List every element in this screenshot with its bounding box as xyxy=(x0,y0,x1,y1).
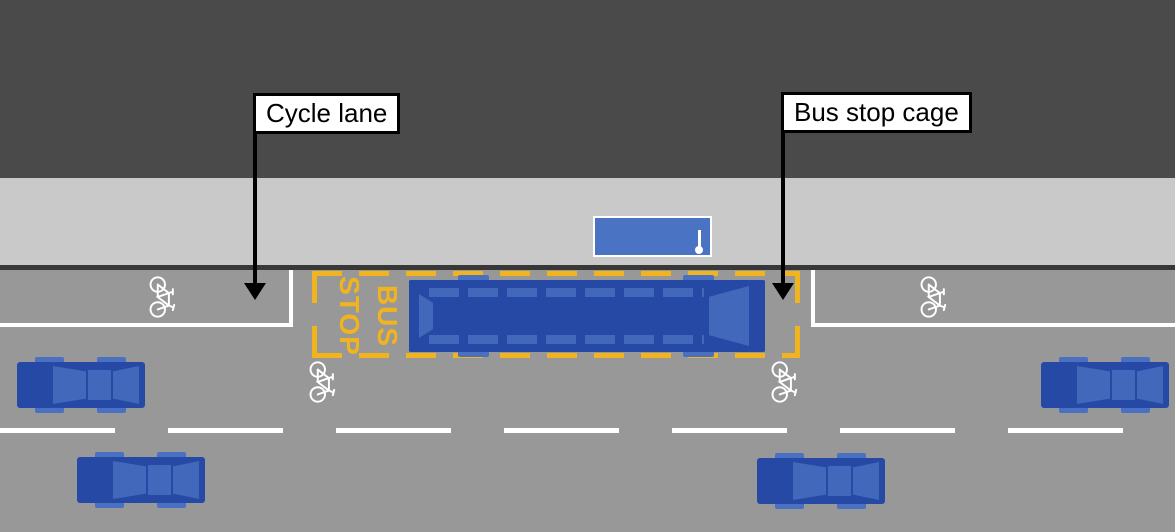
car-wheel xyxy=(35,357,64,365)
car-roof xyxy=(88,370,111,400)
car-wheel xyxy=(1121,405,1150,413)
car-roof xyxy=(148,465,171,495)
cycle-lane-label: Cycle lane xyxy=(253,93,401,134)
bus xyxy=(409,275,765,357)
bus-body xyxy=(409,280,765,352)
car xyxy=(77,452,205,508)
car xyxy=(757,453,885,509)
bicycle-marking-icon xyxy=(301,360,345,404)
car-windshield xyxy=(53,366,86,404)
car-wheel xyxy=(1059,405,1088,413)
car-body xyxy=(17,362,145,408)
car-roof xyxy=(828,466,851,496)
car-body xyxy=(757,458,885,504)
sidewalk xyxy=(0,178,1175,265)
car-rear-window xyxy=(173,461,199,499)
car xyxy=(17,357,145,413)
car-wheel xyxy=(775,501,804,509)
center-dashed-line xyxy=(0,428,1175,433)
curb-line xyxy=(0,265,1175,270)
bus-stop-road-text: BUS STOP xyxy=(328,274,406,358)
car-wheel xyxy=(97,357,126,365)
cage-corner-bracket xyxy=(312,326,317,358)
car-wheel xyxy=(1121,357,1150,365)
bus-stop-cage-marking xyxy=(312,271,800,358)
bus-stop-pole xyxy=(698,230,701,248)
car-wheel xyxy=(95,500,124,508)
cage-corner-bracket xyxy=(312,271,317,303)
car-windshield xyxy=(113,461,146,499)
car-windshield xyxy=(793,462,826,500)
car-wheel xyxy=(1059,357,1088,365)
car-rear-window xyxy=(113,366,139,404)
bus-shelter xyxy=(593,216,712,257)
bus-stop-pole-base xyxy=(695,246,703,254)
bus-rear-window xyxy=(419,294,433,338)
bus-wheel xyxy=(683,348,714,357)
cycle-lane-right xyxy=(811,270,1175,327)
bus-stop-cage-arrow xyxy=(781,132,785,284)
bus-stop-cage-arrowhead xyxy=(772,283,794,300)
car-wheel xyxy=(775,453,804,461)
car-wheel xyxy=(837,453,866,461)
bus-stop-road-text-line2: STOP xyxy=(334,276,365,356)
car-wheel xyxy=(157,500,186,508)
car-wheel xyxy=(97,405,126,413)
car-windshield xyxy=(1077,366,1110,404)
car-body xyxy=(1041,362,1169,408)
bus-stop-road-text-line1: BUS xyxy=(372,284,403,348)
car-wheel xyxy=(95,452,124,460)
bus-stop-cage-label: Bus stop cage xyxy=(781,92,972,133)
cage-corner-bracket xyxy=(795,271,800,303)
cage-top-dashed-line xyxy=(312,271,800,276)
car-body xyxy=(77,457,205,503)
bus-windows xyxy=(429,335,704,344)
cage-corner-bracket xyxy=(795,326,800,358)
cage-bottom-dashed-line xyxy=(312,353,800,358)
car-wheel xyxy=(837,501,866,509)
car-wheel xyxy=(35,405,64,413)
car-rear-window xyxy=(853,462,879,500)
bus-windshield xyxy=(709,286,749,346)
car-roof xyxy=(1112,370,1135,400)
car-rear-window xyxy=(1137,366,1163,404)
bicycle-marking-icon xyxy=(912,275,956,319)
bus-windows xyxy=(429,288,704,297)
bus-wheel xyxy=(683,275,714,284)
bicycle-marking-icon xyxy=(763,360,807,404)
cycle-lane-left xyxy=(0,270,293,327)
bus-wheel xyxy=(458,275,489,284)
cycle-lane-arrow xyxy=(253,131,257,284)
building-band xyxy=(0,0,1175,178)
bicycle-marking-icon xyxy=(141,275,185,319)
cycle-lane-arrowhead xyxy=(244,283,266,300)
car-wheel xyxy=(157,452,186,460)
bus-wheel xyxy=(458,348,489,357)
car xyxy=(1041,357,1169,413)
